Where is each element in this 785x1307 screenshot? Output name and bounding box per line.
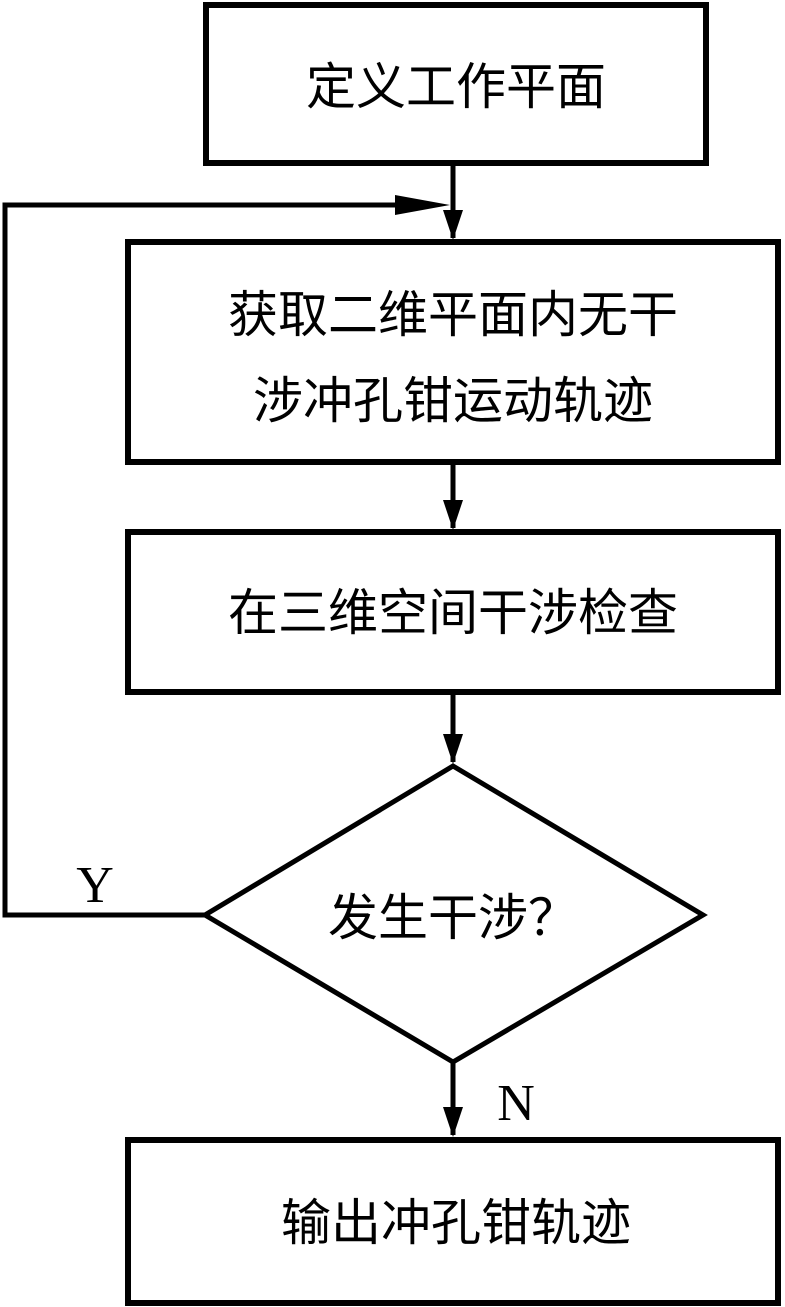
step1-label: 定义工作平面 [306,58,606,116]
step2-label-line1: 获取二维平面内无干 [228,286,678,344]
step4-label: 输出冲孔钳轨迹 [281,1194,631,1252]
yes-loop-arrowhead [395,195,450,215]
step1-box [203,2,709,166]
step3-label: 在三维空间干涉检查 [228,584,678,642]
arrowhead-step4 [443,1107,463,1137]
arrowhead-decision [443,734,463,764]
yes-label: Y [76,857,114,914]
arrowhead-step2 [443,210,463,240]
step4-box [125,1137,781,1306]
yes-loop-line [2,202,420,918]
step2-label-line2: 涉冲孔钳运动轨迹 [253,372,653,430]
no-label: N [497,1075,535,1132]
arrowhead-step3 [443,500,463,530]
decision-label: 发生干涉？ [328,889,578,947]
